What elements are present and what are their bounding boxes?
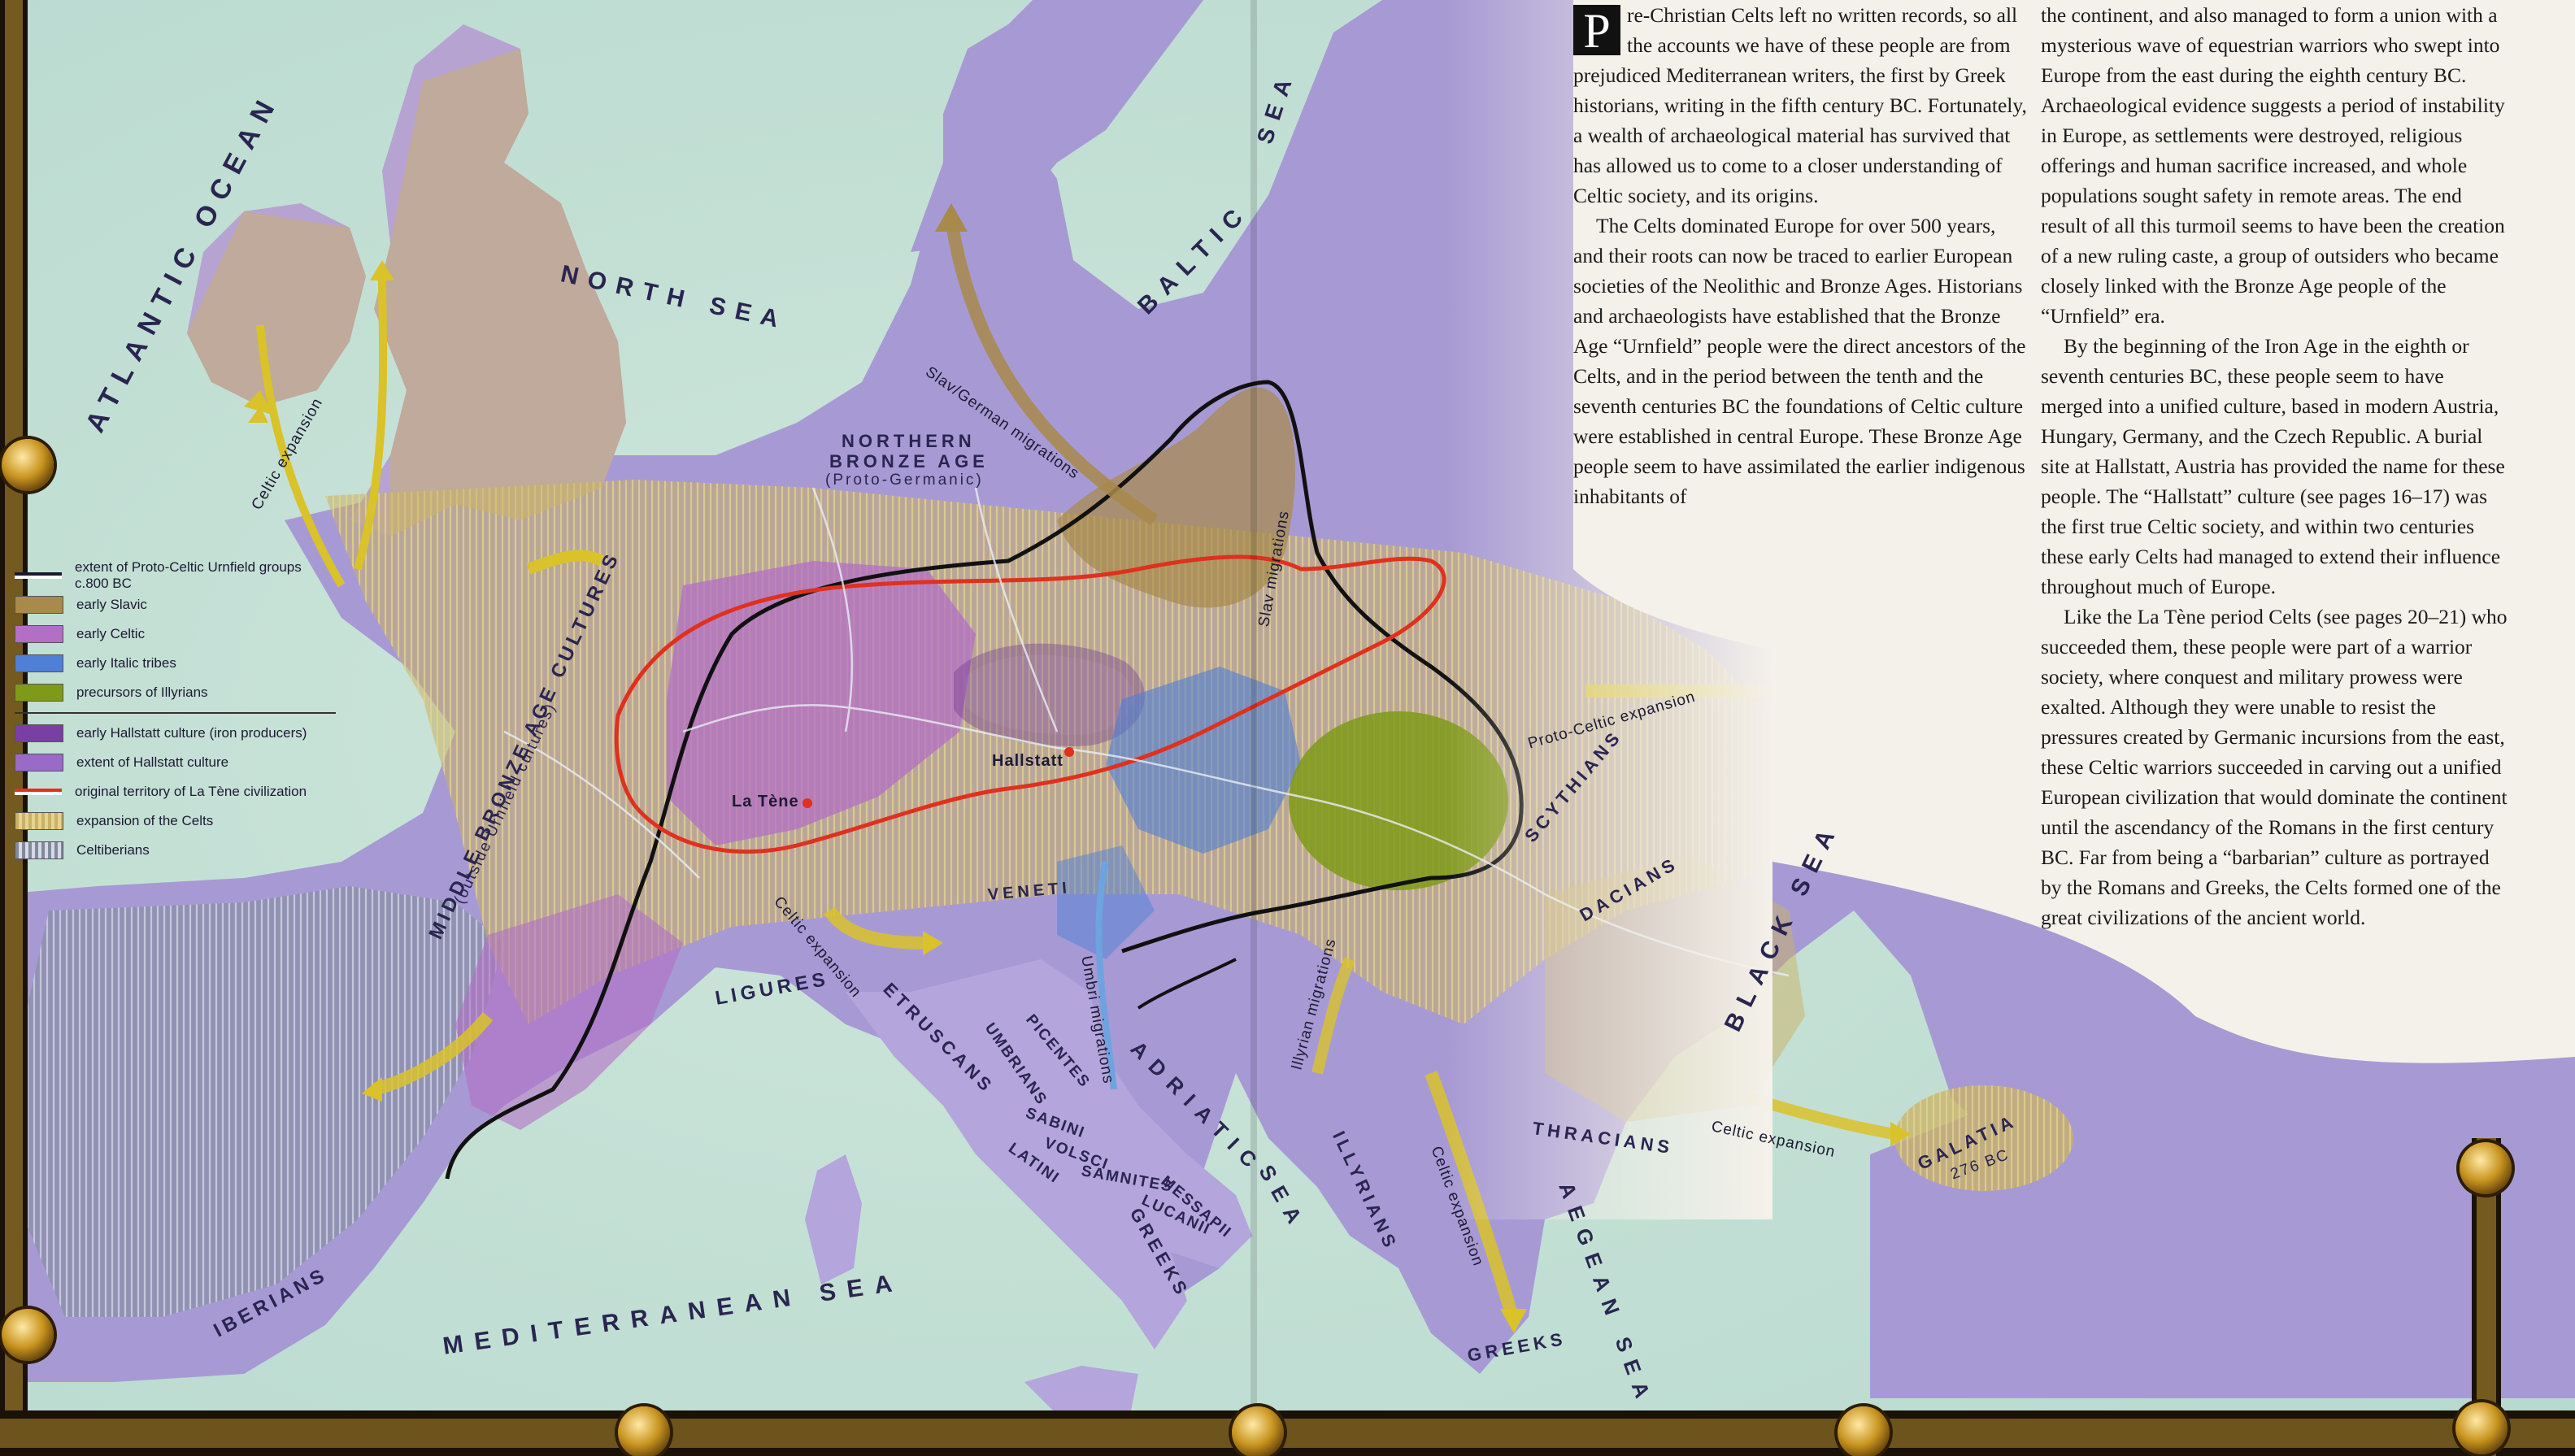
legend-item: extent of Hallstatt culture — [15, 748, 336, 777]
legend-label: expansion of the Celts — [76, 813, 214, 828]
legend-item: early Hallstatt culture (iron producers) — [15, 719, 336, 748]
legend-swatch-urnfield — [15, 572, 62, 579]
legend-swatch-hallstatt-extent — [15, 754, 63, 771]
dropcap: P — [1573, 5, 1620, 57]
paragraph: the continent, and also managed to form … — [2041, 3, 2505, 328]
label-la-tene: La Tène — [732, 793, 799, 811]
legend-item: precursors of Illyrians — [15, 678, 336, 707]
frame-stud — [2455, 1402, 2508, 1454]
legend-label: precursors of Illyrians — [76, 685, 208, 700]
paragraph: re-Christian Celts left no written recor… — [1573, 3, 2027, 207]
legend-swatch-celtiberians — [15, 841, 63, 859]
galatia-stripes — [1894, 1085, 2073, 1191]
legend-swatch-early-hallstatt — [15, 724, 63, 742]
legend-label: early Italic tribes — [76, 655, 176, 671]
legend-swatch-early-slavic — [15, 596, 63, 614]
legend-swatch-celtic-expansion — [15, 812, 63, 830]
paragraph: The Celts dominated Europe for over 500 … — [1573, 214, 2026, 508]
legend-label: extent of Hallstatt culture — [76, 754, 229, 770]
paragraph: By the beginning of the Iron Age in the … — [2041, 334, 2505, 598]
legend-item: early Celtic — [15, 619, 336, 649]
proto-celtic-urnfield-boundary — [445, 380, 1524, 1180]
paragraph: Like the La Tène period Celts (see pages… — [2041, 605, 2508, 929]
legend-label: original territory of La Tène civilizati… — [75, 784, 307, 799]
frame-stud — [618, 1406, 670, 1456]
text-background — [1772, 0, 2575, 862]
legend-item: original territory of La Tène civilizati… — [15, 777, 336, 806]
label-hallstatt: Hallstatt — [992, 752, 1063, 770]
legend-item: Celtiberians — [15, 836, 336, 865]
legend-swatch-illyrian-precursors — [15, 684, 63, 702]
legend-item: expansion of the Celts — [15, 806, 336, 836]
early-hallstatt-region — [954, 643, 1145, 746]
frame-stud — [2, 1309, 54, 1361]
text-background-top — [1573, 0, 1772, 650]
label-northern-bronze-age: NORTHERN — [842, 431, 976, 451]
la-tene-territory-boundary — [614, 554, 1446, 854]
legend-item: early Italic tribes — [15, 649, 336, 678]
frame-stud — [1232, 1406, 1284, 1456]
early-celtic-south-region — [455, 894, 683, 1130]
legend-swatch-la-tene — [15, 789, 62, 795]
legend-item: extent of Proto-Celtic Urnfield groups c… — [15, 559, 336, 591]
early-slavic-region — [1057, 387, 1296, 608]
early-italic-south-region — [1057, 845, 1155, 959]
map-legend: extent of Proto-Celtic Urnfield groups c… — [15, 559, 336, 865]
legend-swatch-early-celtic — [15, 625, 63, 643]
label-proto-germanic: (Proto-Germanic) — [825, 472, 984, 489]
la-tene-dot — [803, 798, 812, 808]
legend-item: early Slavic — [15, 590, 336, 619]
britain-celtic-region — [374, 49, 626, 537]
article-column-2: the continent, and also managed to form … — [2041, 0, 2508, 932]
label-northern-bronze-age-2: BRONZE AGE — [829, 451, 989, 472]
hallstatt-dot — [1064, 747, 1074, 757]
frame-stud — [2, 439, 54, 491]
legend-label: extent of Proto-Celtic Urnfield groups c… — [75, 559, 302, 591]
ireland-celtic-region — [187, 211, 366, 406]
legend-label: early Slavic — [76, 597, 147, 612]
celtiberians-stripes — [16, 886, 504, 1317]
text-background-curve — [1772, 862, 2575, 1063]
early-italic-region — [1106, 667, 1301, 854]
legend-label: early Celtic — [76, 626, 146, 641]
frame-stud — [2460, 1142, 2512, 1194]
early-celtic-region — [667, 561, 976, 845]
page-gutter — [1251, 0, 1257, 1456]
legend-label: early Hallstatt culture (iron producers) — [76, 725, 307, 741]
frame-stud — [1838, 1406, 1890, 1456]
legend-divider — [15, 712, 336, 714]
legend-swatch-early-italic — [15, 654, 63, 672]
legend-label: Celtiberians — [76, 842, 150, 858]
article-column-1: P re-Christian Celts left no written rec… — [1573, 0, 2029, 511]
